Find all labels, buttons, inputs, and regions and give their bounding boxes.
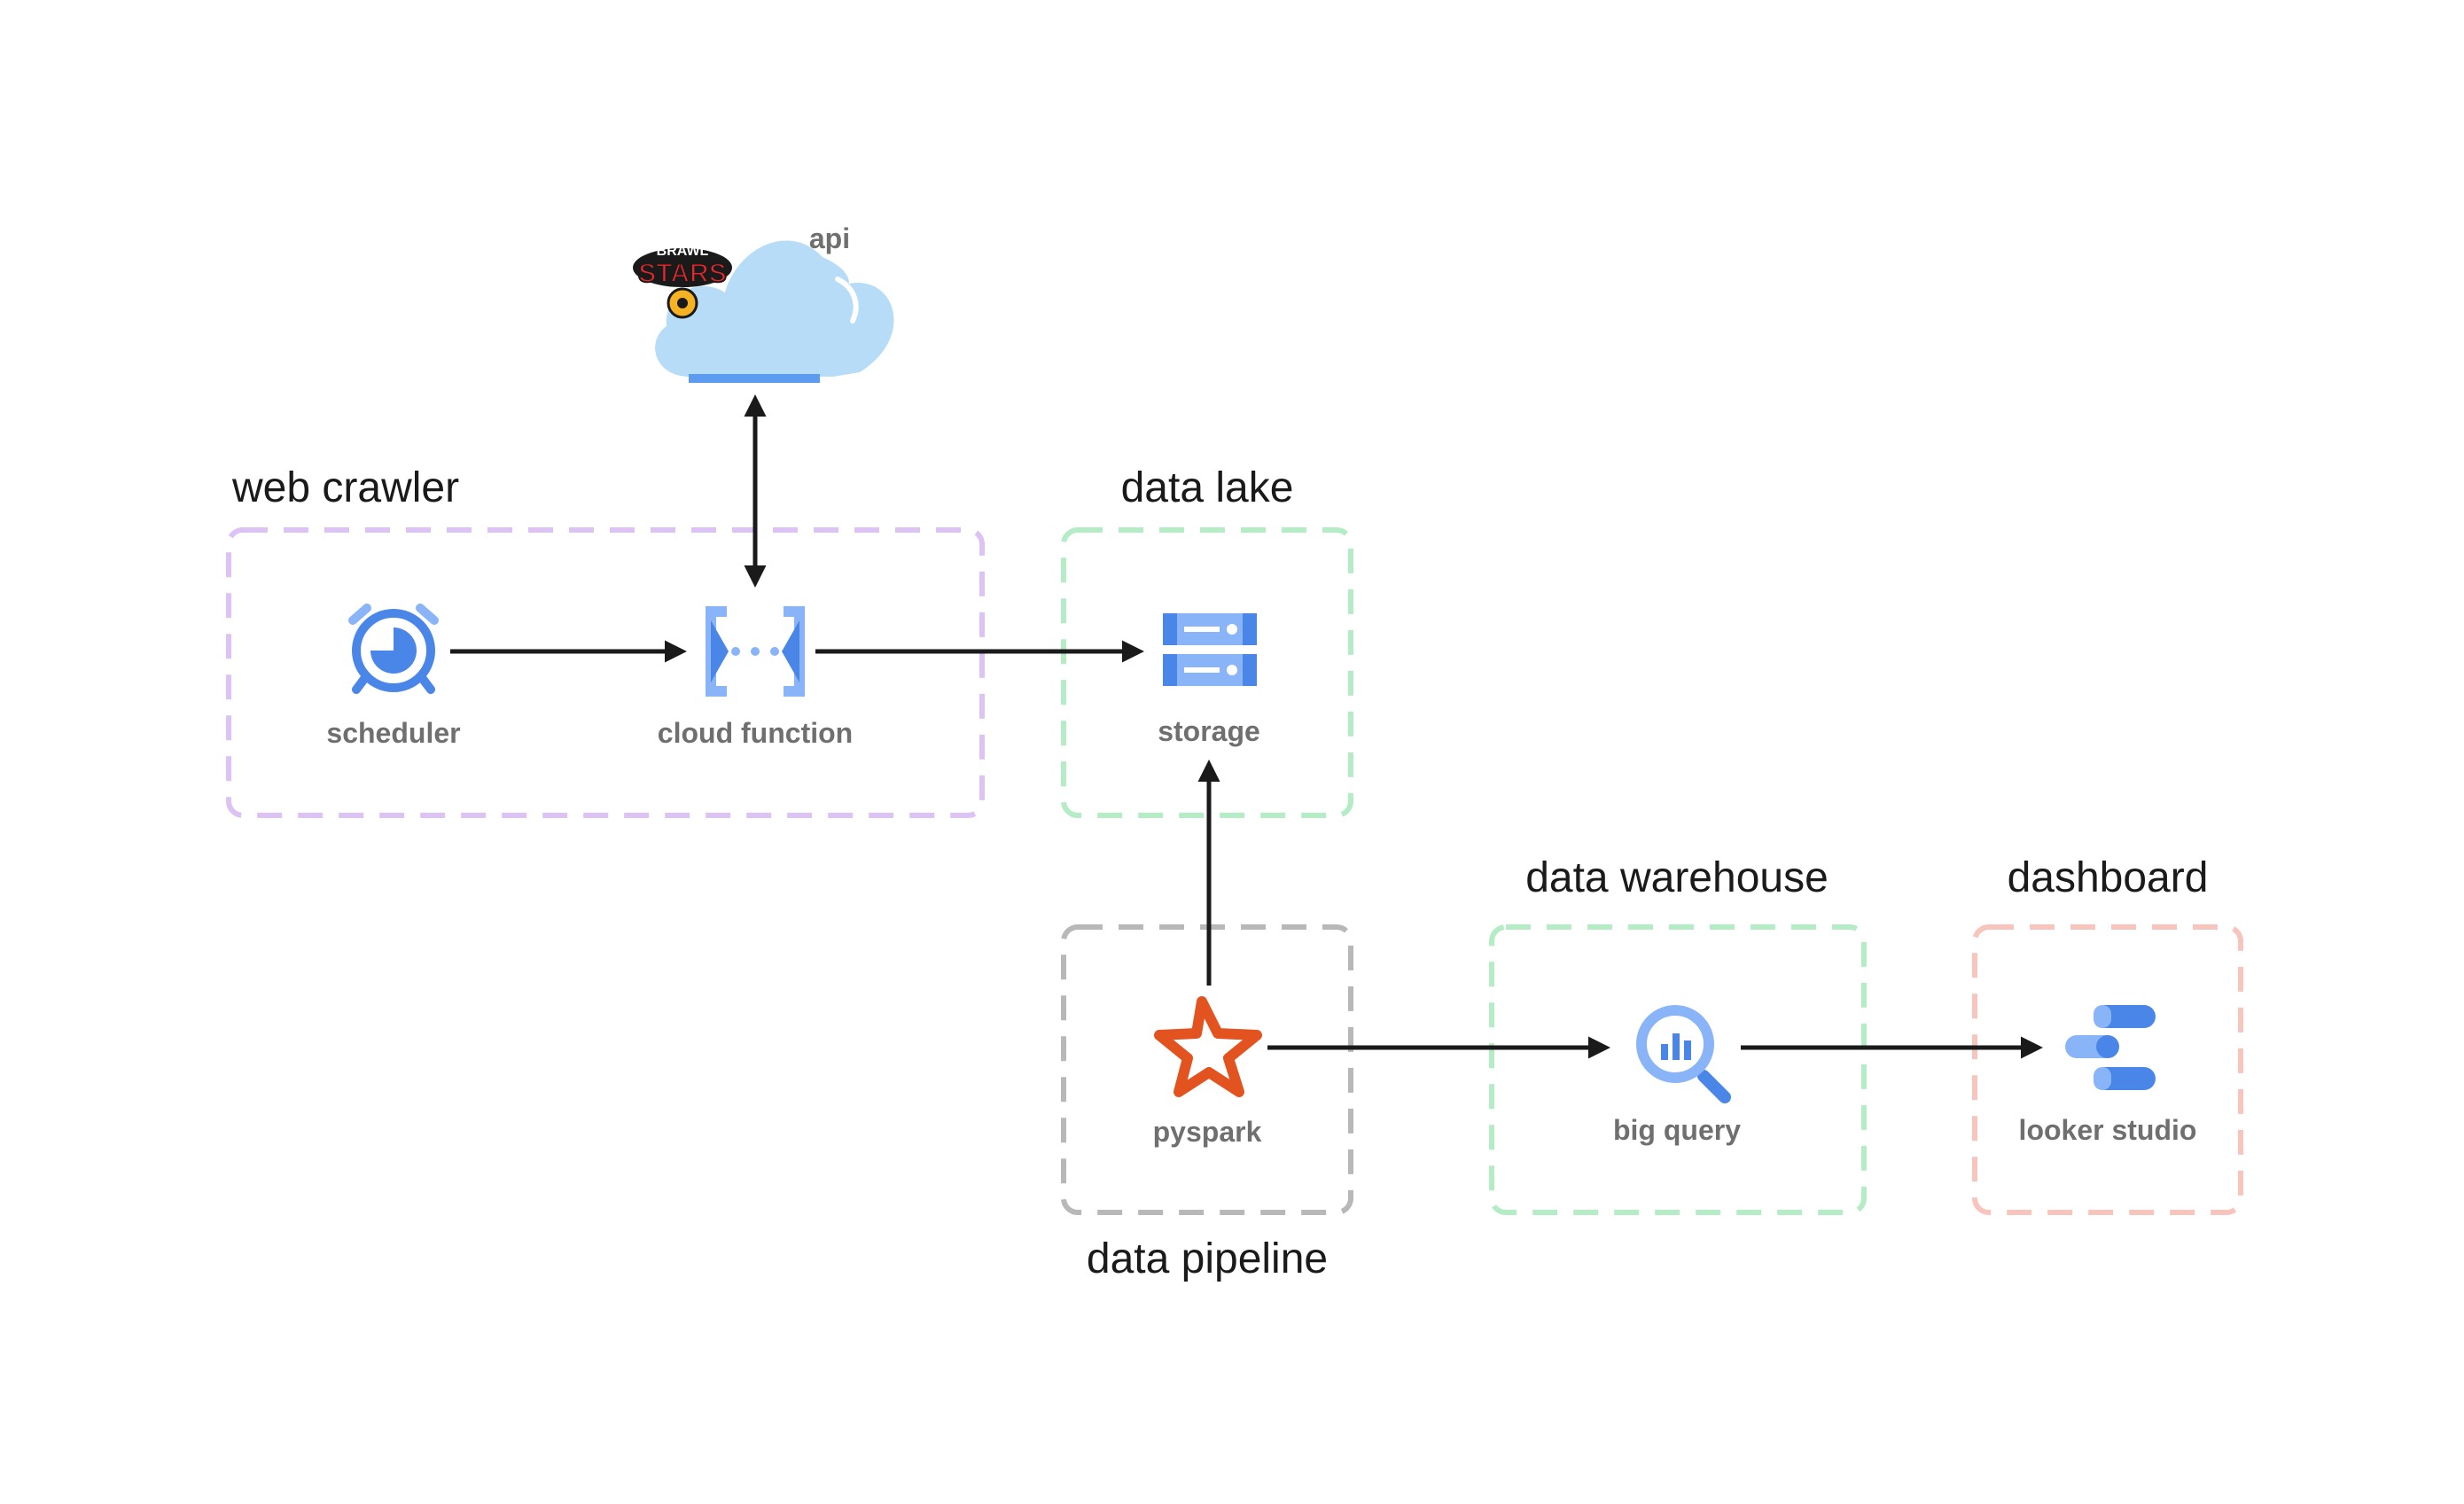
svg-text:BRAWL: BRAWL [657, 244, 709, 259]
web-crawler-title: web crawler [231, 464, 459, 511]
scheduler-node: scheduler [326, 604, 461, 749]
api-label: api [809, 222, 850, 254]
web-crawler-group-box [226, 527, 985, 818]
cloud-function-node: cloud function [658, 606, 853, 749]
data-warehouse-title: data warehouse [1525, 854, 1829, 901]
cloud-function-label: cloud function [658, 717, 853, 749]
data-lake-title: data lake [1121, 464, 1294, 511]
bigquery-node: big query [1613, 1005, 1741, 1146]
looker-studio-node: looker studio [2019, 1005, 2197, 1146]
cloud-icon [655, 240, 894, 383]
scheduler-label: scheduler [326, 717, 460, 749]
bigquery-icon [1636, 1005, 1731, 1103]
storage-node: storage [1158, 613, 1260, 747]
data-pipeline-title: data pipeline [1087, 1235, 1328, 1282]
data-warehouse-group-box [1489, 924, 1867, 1215]
bigquery-label: big query [1613, 1114, 1741, 1146]
dashboard-group-box [1972, 924, 2243, 1215]
storage-label: storage [1158, 715, 1260, 747]
spark-star-icon [1154, 996, 1262, 1097]
svg-text:STARS: STARS [638, 259, 726, 288]
cloud-function-icon [706, 606, 805, 697]
storage-icon [1163, 613, 1257, 686]
brawl-stars-logo: BRAWL STARS [633, 244, 732, 319]
pyspark-node: pyspark [1153, 996, 1262, 1148]
looker-studio-label: looker studio [2019, 1114, 2197, 1146]
alarm-clock-icon [348, 604, 439, 694]
pyspark-label: pyspark [1153, 1116, 1262, 1148]
data-lake-group-box [1061, 527, 1353, 818]
dashboard-title: dashboard [2008, 854, 2209, 901]
looker-studio-icon [2065, 1005, 2156, 1090]
api-node: BRAWL STARS api [633, 222, 894, 383]
